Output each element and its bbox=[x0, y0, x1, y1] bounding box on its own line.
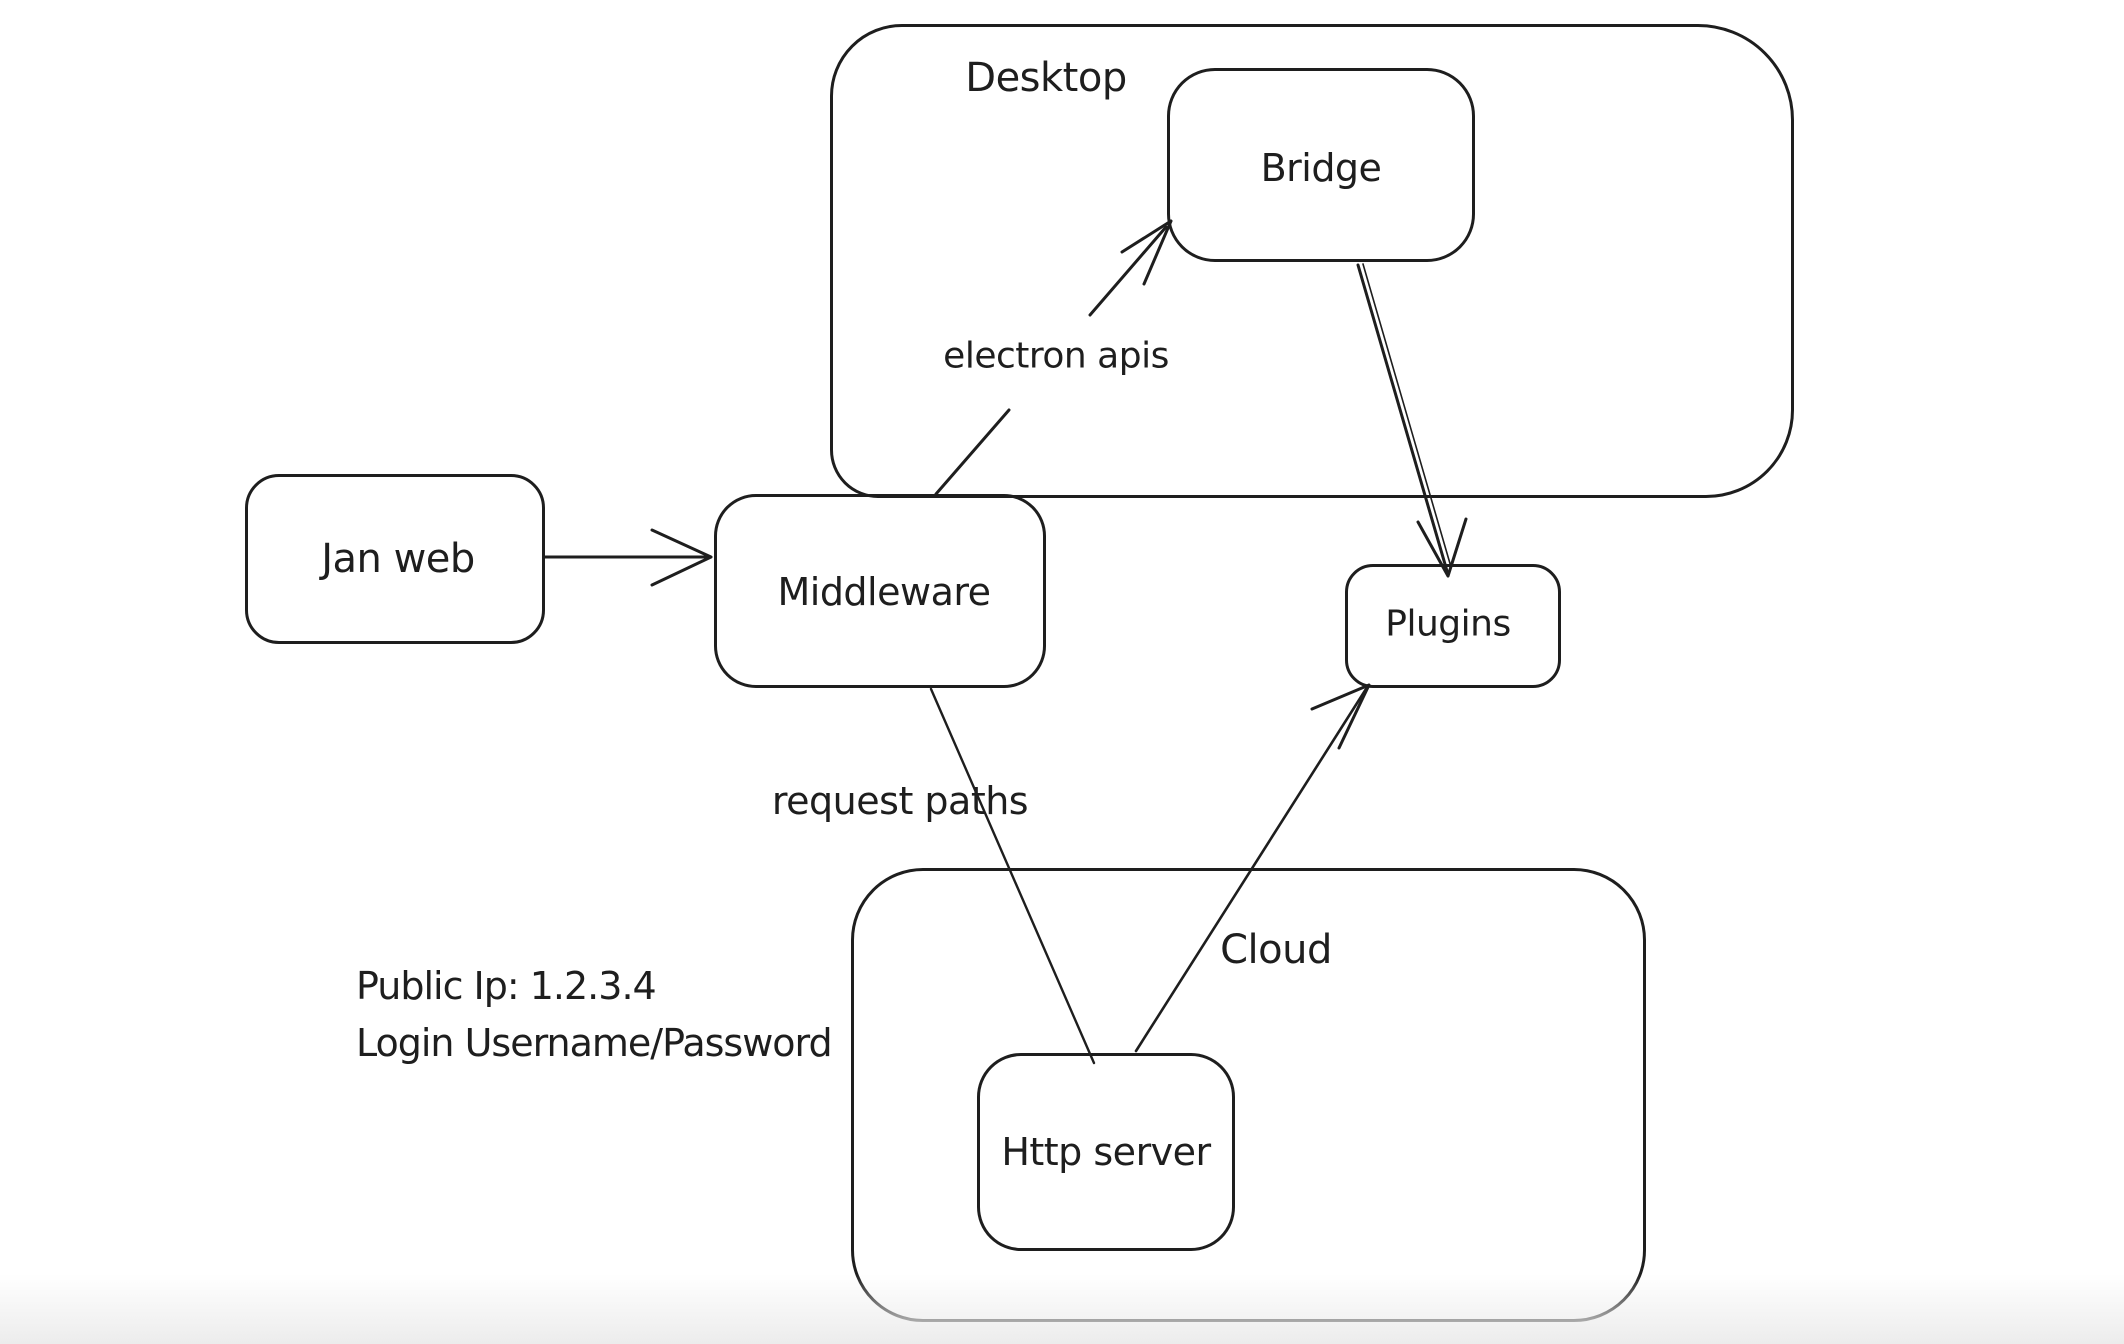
node-plugins-label: Plugins bbox=[1385, 603, 1511, 645]
node-middleware-label: Middleware bbox=[777, 570, 991, 614]
node-plugins[interactable] bbox=[1345, 564, 1561, 688]
edge-label-request-paths[interactable]: request paths bbox=[771, 779, 1029, 823]
node-bridge-label: Bridge bbox=[1260, 146, 1382, 190]
node-jan-web-label: Jan web bbox=[321, 536, 475, 582]
node-middleware[interactable] bbox=[714, 494, 1046, 688]
desktop-container-label[interactable]: Desktop bbox=[965, 55, 1127, 101]
cloud-container-label[interactable]: Cloud bbox=[1220, 927, 1332, 973]
arrow-http-server-to-plugins[interactable] bbox=[1134, 683, 1371, 1053]
desktop-container[interactable] bbox=[830, 24, 1794, 498]
node-http-server[interactable] bbox=[977, 1053, 1235, 1251]
arrow-middleware-to-bridge[interactable] bbox=[934, 219, 1173, 496]
line-middleware-to-http-server[interactable] bbox=[929, 687, 1096, 1065]
node-jan-web[interactable] bbox=[245, 474, 545, 644]
canvas-note[interactable]: Public Ip: 1.2.3.4 Login Username/Passwo… bbox=[356, 958, 833, 1072]
note-line-login: Login Username/Password bbox=[356, 1021, 833, 1065]
arrow-jan-web-to-middleware[interactable] bbox=[543, 528, 713, 587]
node-bridge[interactable] bbox=[1167, 68, 1475, 262]
edge-label-electron-apis[interactable]: electron apis bbox=[943, 335, 1169, 377]
node-http-server-label: Http server bbox=[1001, 1130, 1211, 1174]
arrow-bridge-to-plugins[interactable] bbox=[1356, 263, 1468, 578]
note-line-public-ip: Public Ip: 1.2.3.4 bbox=[356, 964, 657, 1008]
